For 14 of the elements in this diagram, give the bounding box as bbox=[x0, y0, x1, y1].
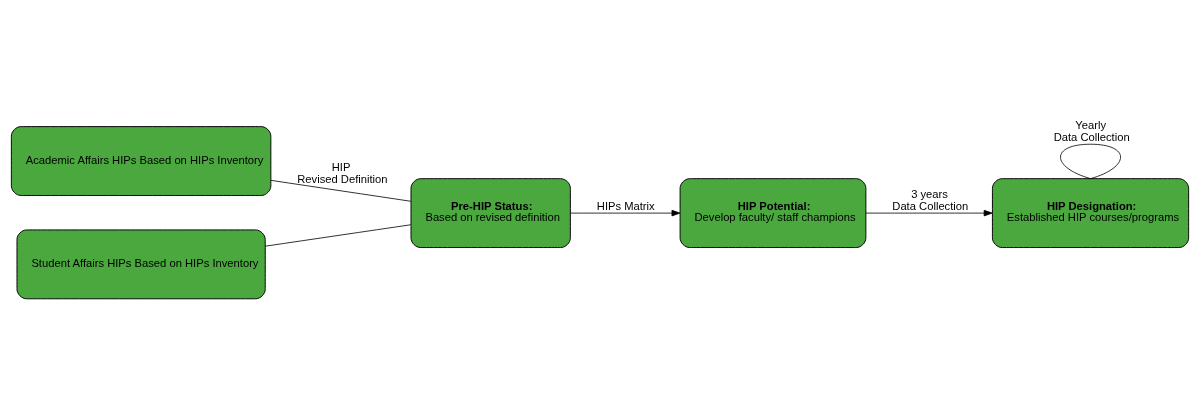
edge-label: HIPs Matrix bbox=[596, 200, 655, 213]
connector bbox=[1060, 143, 1121, 180]
node-box: Student Affairs HIPs Based on HIPs Inventory bbox=[16, 229, 266, 300]
connector bbox=[270, 179, 412, 202]
node-box: HIP Potential: Develop faculty/ staff champions bbox=[679, 178, 867, 248]
node-box: HIP Designation: Established HIP courses/programs bbox=[991, 178, 1190, 248]
connector bbox=[264, 224, 412, 247]
arrow bbox=[570, 209, 681, 217]
arrow bbox=[865, 209, 993, 217]
edge-label: 3 years Data Collection bbox=[892, 188, 969, 213]
edge-label: HIP Revised Definition bbox=[297, 160, 388, 185]
node-box: Academic Affairs HIPs Based on HIPs Inventory bbox=[10, 126, 272, 196]
node-box: Pre-HIP Status: Based on revised definition bbox=[410, 178, 571, 248]
edge-label: Yearly Data Collection bbox=[1053, 119, 1130, 144]
